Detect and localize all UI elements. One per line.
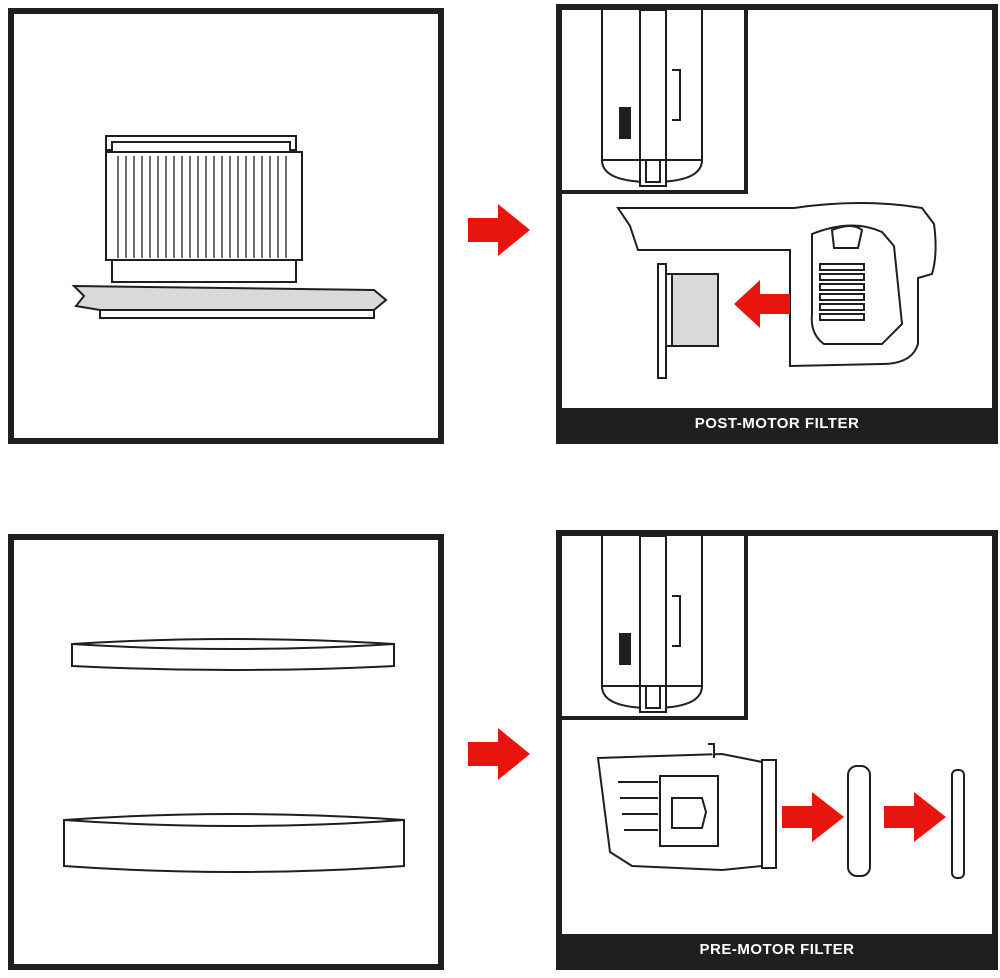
post-motor-filter-panel: POST-MOTOR FILTER <box>556 4 998 444</box>
post-motor-filter-caption: POST-MOTOR FILTER <box>562 408 992 438</box>
pre-motor-filter-part-panel <box>8 534 444 970</box>
vacuum-canister-illustration <box>601 536 703 713</box>
dust-cup-filters-illustration <box>596 743 965 879</box>
arrow-right-icon <box>468 728 530 780</box>
handle-filter-removal-illustration <box>616 202 937 379</box>
arrow-right-icon <box>782 792 844 842</box>
arrow-right-icon <box>468 204 530 256</box>
pre-motor-filter-panel: PRE-MOTOR FILTER <box>556 530 998 970</box>
vacuum-canister-illustration <box>601 10 703 187</box>
arrow-left-icon <box>734 280 790 328</box>
vacuum-detail-inset <box>562 10 748 194</box>
pre-motor-filter-caption: PRE-MOTOR FILTER <box>562 934 992 964</box>
post-motor-filter-part-panel <box>8 8 444 444</box>
post-motor-filter-illustration <box>71 135 388 319</box>
foam-filter-discs-illustration <box>63 638 405 873</box>
vacuum-detail-inset <box>562 536 748 720</box>
arrow-right-icon <box>884 792 946 842</box>
